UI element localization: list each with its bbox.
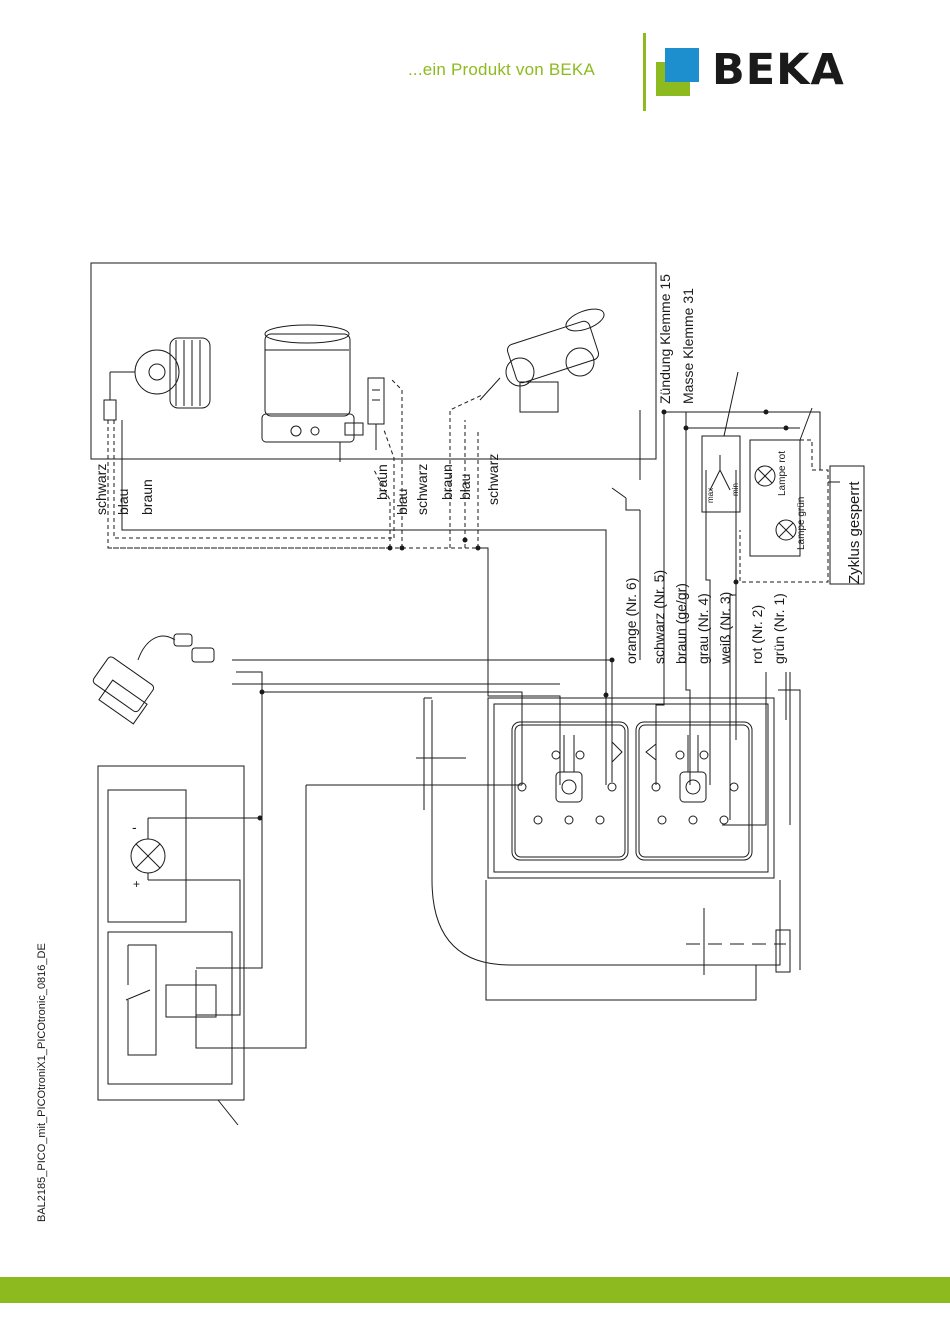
cable-label-braun: braun (ge/gr) <box>673 583 689 664</box>
lamp-unit <box>107 789 187 923</box>
document-id: BAL2185_PICO_mit_PICOtroniX1_PICOtronic_… <box>36 943 48 1222</box>
wire-label-braun-mid-2: braun <box>439 464 455 500</box>
cable-label-schwarz: schwarz (Nr. 5) <box>651 570 667 664</box>
level-label-max: max <box>706 488 715 503</box>
footer-bar <box>0 1277 950 1303</box>
pump-motor-icon <box>261 324 364 462</box>
connector-housing <box>493 703 769 873</box>
valve-cluster-icon <box>92 633 215 725</box>
wire-label-blau-mid-1: blau <box>394 489 410 515</box>
cycle-locked-label: Zyklus gesperrt <box>846 481 863 584</box>
lamp-label-green: Lampe grün <box>796 497 807 550</box>
header-divider <box>643 33 646 111</box>
cable-label-weiss: weiß (Nr. 3) <box>717 592 733 665</box>
beka-logo: BEKA <box>656 44 871 96</box>
component-frame <box>90 262 657 460</box>
supply-label-ground: Masse Klemme 31 <box>680 288 696 404</box>
wire-label-braun-left: braun <box>139 479 155 515</box>
cable-label-grau: grau (Nr. 4) <box>695 593 711 664</box>
logo-wordmark: BEKA <box>712 45 845 95</box>
level-sensor-icon <box>367 377 385 450</box>
header-tagline: ...ein Produkt von BEKA <box>408 60 595 79</box>
control-box-frame <box>97 765 245 1101</box>
wire-label-blau-mid-2: blau <box>457 474 473 500</box>
wire-label-schwarz-mid-1: schwarz <box>414 464 430 515</box>
lamp-plus-sign: + <box>133 877 140 891</box>
cycle-box <box>829 465 865 585</box>
lamp-label-red: Lampe rot <box>777 451 788 496</box>
wire-label-schwarz-left: schwarz <box>93 464 109 515</box>
valve-block-icon <box>479 308 605 413</box>
relay-unit <box>107 931 233 1085</box>
supply-label-ignition: Zündung Klemme 15 <box>657 274 673 404</box>
logo-blue-square <box>665 48 699 82</box>
wire-label-braun-mid-1: braun <box>374 464 390 500</box>
lamp-minus-sign: - <box>132 819 137 835</box>
level-box <box>701 435 741 513</box>
wire-label-schwarz-mid-2: schwarz <box>485 454 501 505</box>
distributor-icon <box>103 337 211 421</box>
cable-label-orange: orange (Nr. 6) <box>623 578 639 664</box>
cable-label-gruen: grün (Nr. 1) <box>771 593 787 664</box>
lamp-box <box>749 439 801 557</box>
cable-label-rot: rot (Nr. 2) <box>749 605 765 664</box>
wire-label-blau-left: blau <box>115 489 131 515</box>
level-label-min: min <box>731 483 740 496</box>
